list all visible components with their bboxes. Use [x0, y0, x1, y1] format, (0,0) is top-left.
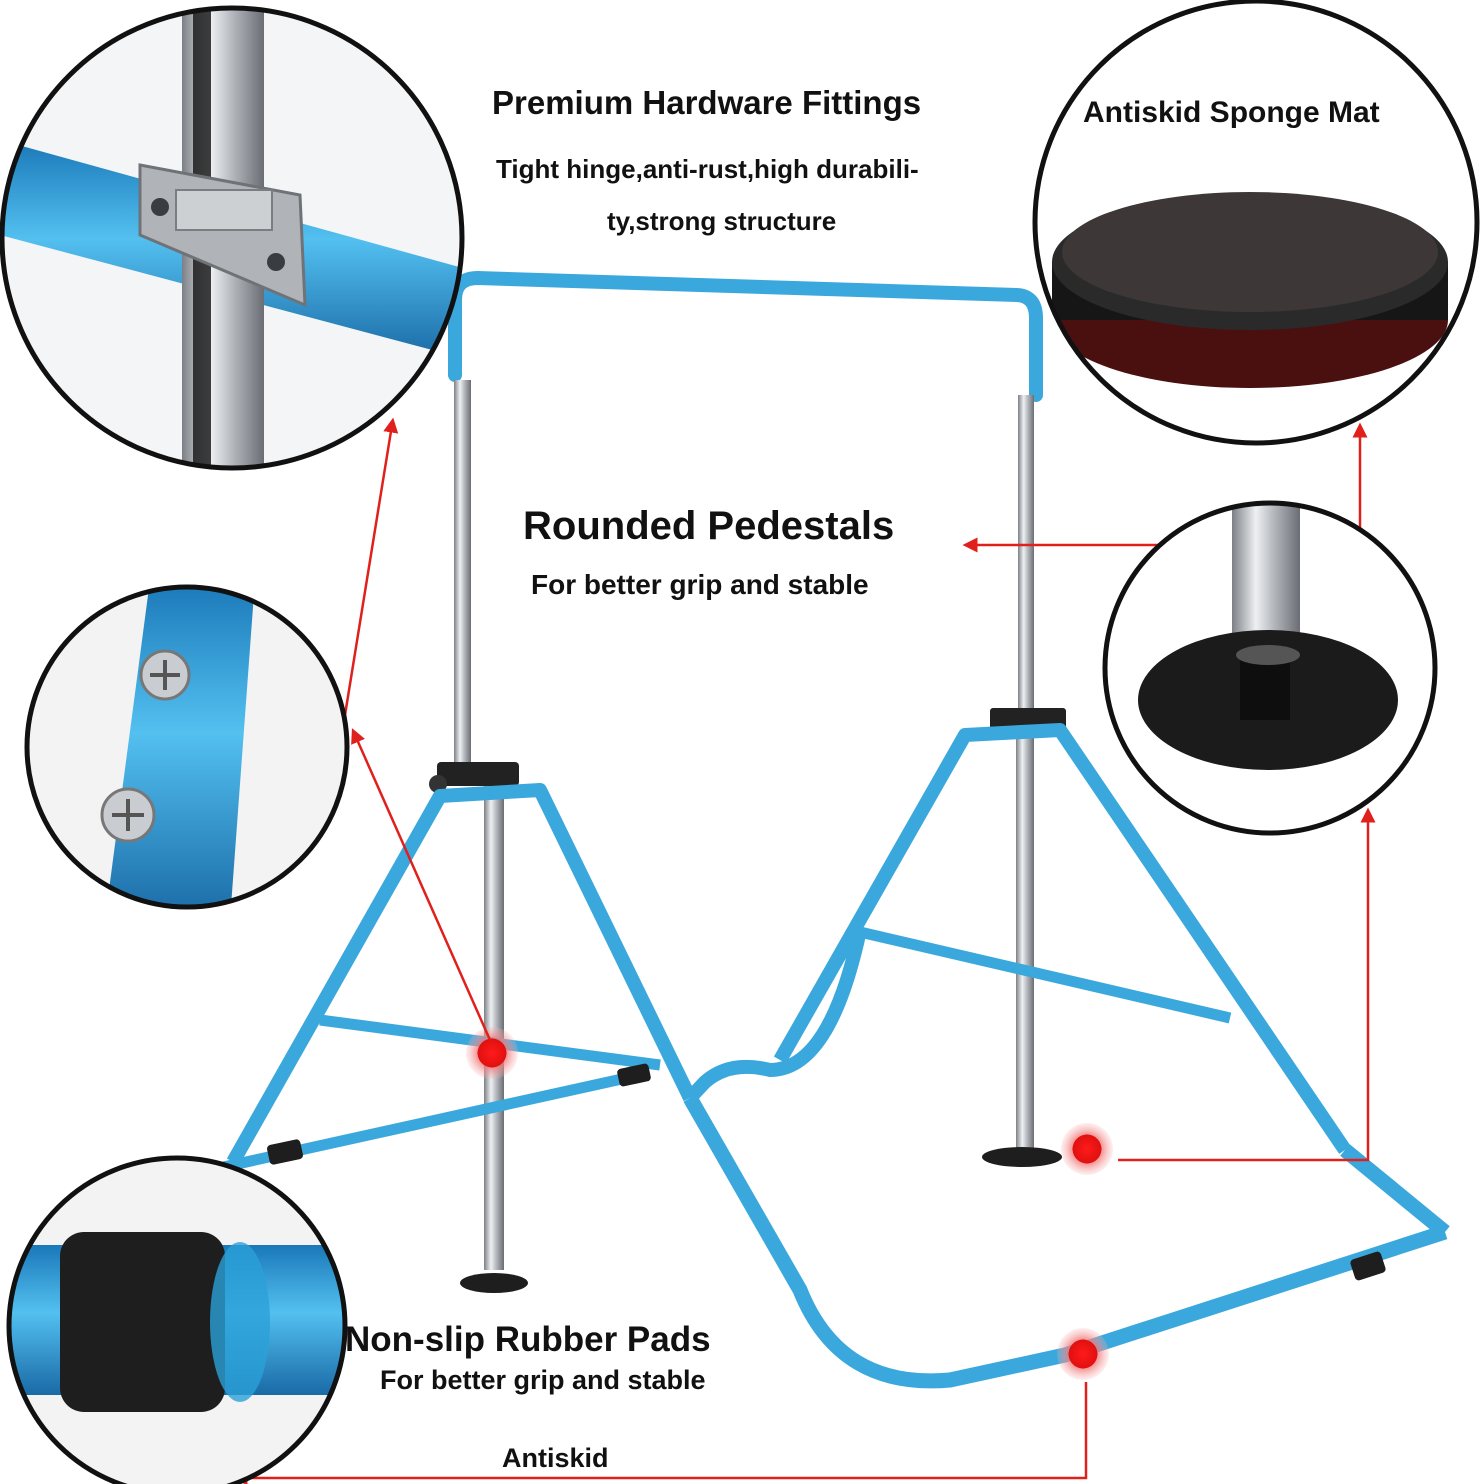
rounded-pedestals-title: Rounded Pedestals — [523, 504, 895, 548]
rubber-pads-title: Non-slip Rubber Pads — [345, 1320, 711, 1359]
detail-circle-screws — [24, 584, 350, 910]
sponge-mat-title: Antiskid Sponge Mat — [1083, 96, 1380, 129]
hardware-fittings-desc-line2: ty,strong structure — [607, 206, 837, 236]
hardware-fittings-desc-line1: Tight hinge,anti-rust,high durabili- — [496, 154, 919, 184]
detail-circle-rubber-pad — [6, 1155, 348, 1484]
marker-dot-hardware — [466, 1027, 518, 1079]
hardware-fittings-title: Premium Hardware Fittings — [492, 84, 922, 121]
rubber-pads-desc: For better grip and stable — [380, 1365, 706, 1395]
detail-circle-hardware — [0, 5, 465, 471]
gymnastics-bar — [208, 270, 1450, 1389]
marker-dot-pedestal — [1061, 1123, 1113, 1175]
detail-circle-sponge-mat — [1032, 0, 1480, 446]
rounded-pedestals-desc: For better grip and stable — [531, 569, 869, 600]
marker-dot-pad — [1057, 1328, 1109, 1380]
detail-circle-pedestal — [1102, 500, 1438, 836]
antiskid-label: Antiskid — [502, 1443, 609, 1473]
